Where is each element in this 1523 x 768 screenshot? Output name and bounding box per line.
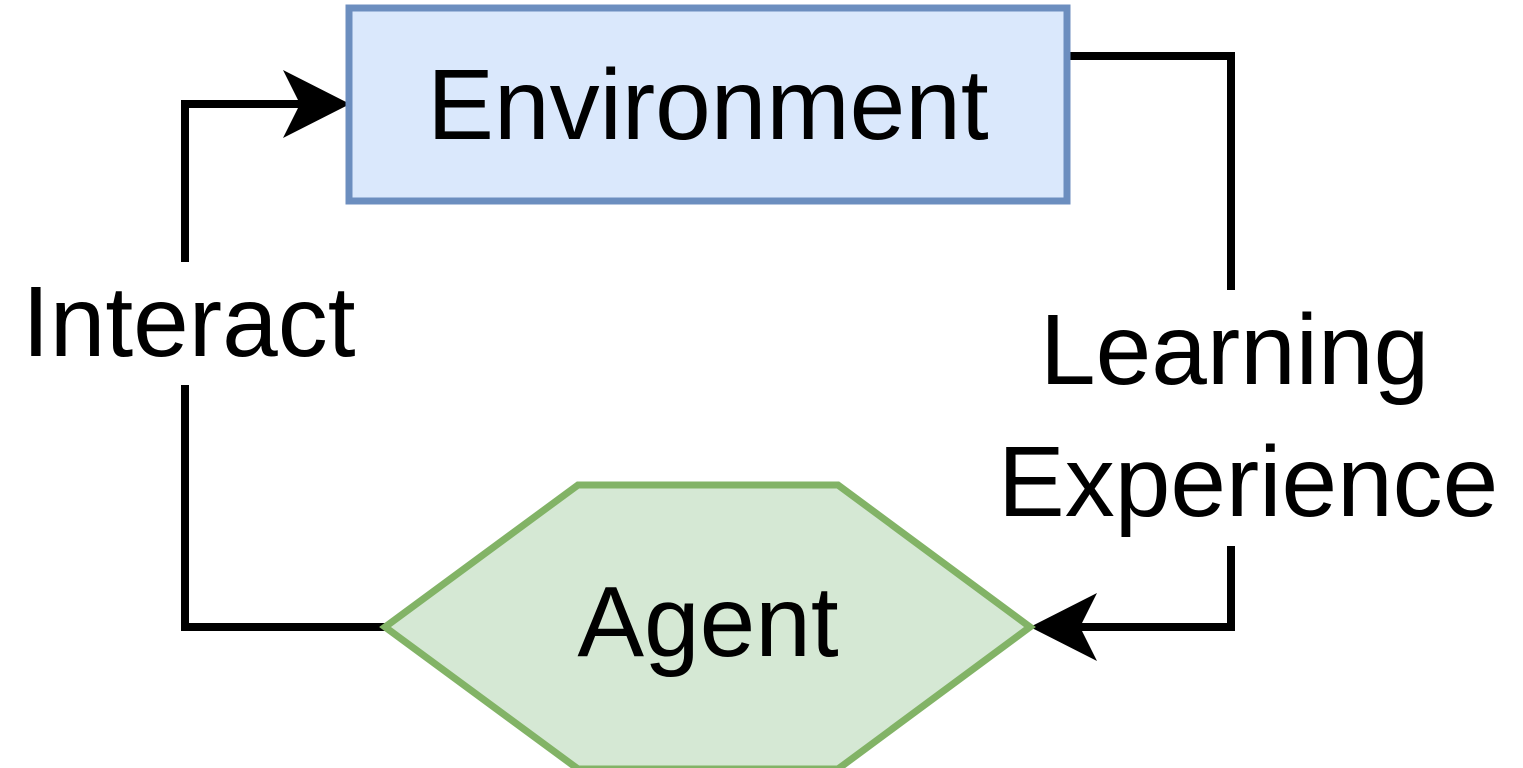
interact-connector-lower xyxy=(181,385,385,631)
interact-connector-upper xyxy=(181,100,302,262)
agent-label: Agent xyxy=(577,566,839,678)
environment-label: Environment xyxy=(427,49,989,161)
learning-label-line1: Learning xyxy=(1040,294,1429,406)
experience-label-line2: Experience xyxy=(998,426,1498,538)
learning-connector-upper xyxy=(1067,52,1235,290)
learning-arrowhead xyxy=(1030,593,1097,661)
learning-connector-lower xyxy=(1080,546,1235,631)
edge-interact: Interact xyxy=(22,70,385,631)
agent-node: Agent xyxy=(379,481,1036,768)
interact-label: Interact xyxy=(22,266,356,378)
environment-box xyxy=(345,4,1071,205)
environment-node: Environment xyxy=(345,4,1071,205)
edge-learning-experience: Learning Experience xyxy=(998,52,1498,661)
interact-arrowhead xyxy=(283,70,350,138)
agent-hexagon xyxy=(379,481,1036,768)
